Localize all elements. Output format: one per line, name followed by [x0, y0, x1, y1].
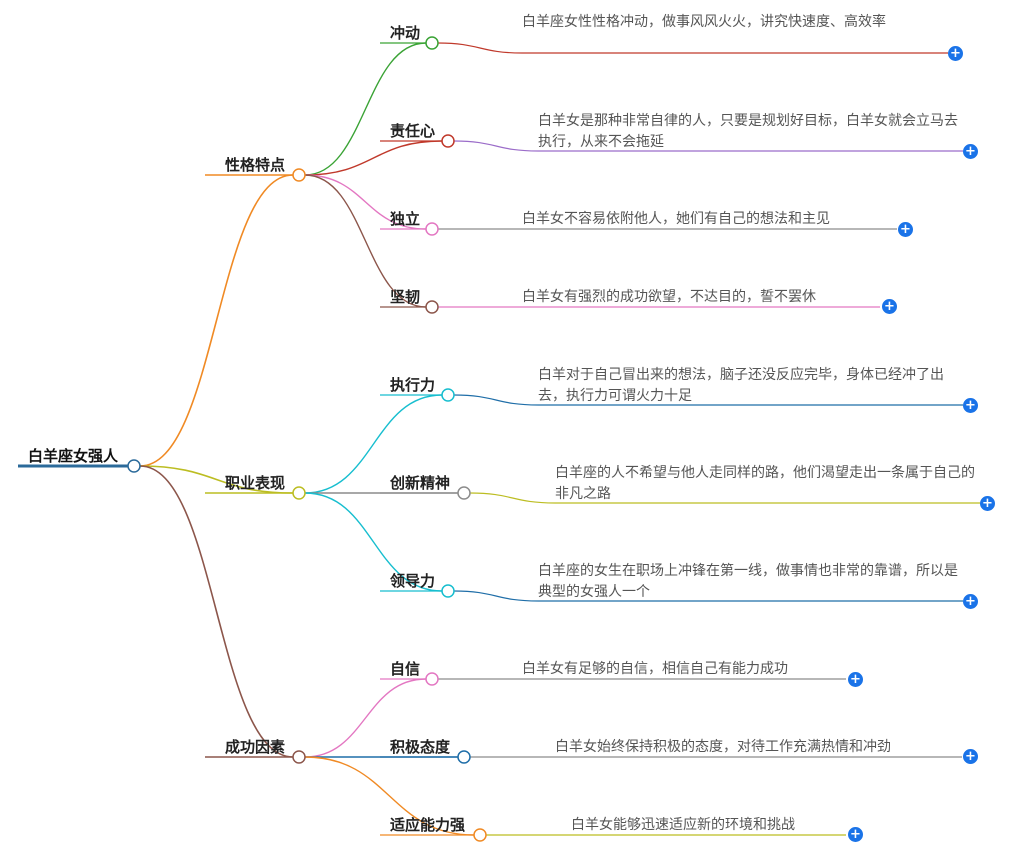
leaf-text: 白羊女有足够的自信，相信自己有能力成功 [522, 661, 788, 677]
topic-node-circle[interactable] [473, 828, 487, 842]
leaf-connector [469, 492, 556, 504]
leaf-text: 白羊女有强烈的成功欲望，不达目的，誓不罢休 [522, 289, 816, 305]
branch-connector [139, 174, 294, 467]
plus-icon[interactable]: + [963, 594, 978, 609]
leaf-text: 白羊座的人不希望与他人走同样的路，他们渴望走出一条属于自己的非凡之路 [555, 465, 975, 502]
node-connector [304, 394, 443, 494]
plus-icon[interactable]: + [963, 749, 978, 764]
topic-label: 领导力 [390, 572, 436, 590]
branch-label: 性格特点 [225, 156, 286, 174]
plus-icon[interactable]: + [882, 299, 897, 314]
branch-connector [139, 465, 294, 758]
leaf-connector [437, 42, 523, 54]
leaf-text: 白羊女不容易依附他人，她们有自己的想法和主见 [522, 211, 830, 227]
topic-node-circle[interactable] [425, 672, 439, 686]
plus-icon[interactable]: + [948, 46, 963, 61]
topic-node-circle[interactable] [425, 222, 439, 236]
topic-node-circle[interactable] [457, 750, 471, 764]
root-topic-label: 白羊座女强人 [28, 447, 119, 465]
topic-label: 适应能力强 [390, 816, 466, 834]
node-connector [304, 140, 443, 176]
node-connector [304, 174, 427, 308]
plus-icon[interactable]: + [980, 496, 995, 511]
plus-icon[interactable]: + [848, 672, 863, 687]
topic-label: 冲动 [390, 24, 421, 42]
topic-label: 积极态度 [390, 738, 451, 756]
branch-node-circle[interactable] [292, 486, 306, 500]
node-connector [304, 42, 427, 176]
leaf-connector [453, 394, 539, 406]
topic-node-circle[interactable] [425, 36, 439, 50]
leaf-text: 白羊女能够迅速适应新的环境和挑战 [571, 817, 795, 833]
node-connector [304, 174, 427, 230]
topic-label: 执行力 [390, 376, 436, 394]
plus-icon[interactable]: + [963, 398, 978, 413]
topic-node-circle[interactable] [425, 300, 439, 314]
topic-label: 坚韧 [390, 288, 421, 306]
topic-node-circle[interactable] [441, 584, 455, 598]
leaf-text: 白羊女始终保持积极的态度，对待工作充满热情和冲劲 [555, 739, 891, 755]
branch-connector [139, 465, 294, 494]
plus-icon[interactable]: + [848, 827, 863, 842]
leaf-text: 白羊座的女生在职场上冲锋在第一线，做事情也非常的靠谱，所以是典型的女强人一个 [538, 563, 958, 600]
leaf-connector [453, 590, 539, 602]
topic-label: 自信 [390, 660, 421, 678]
plus-icon[interactable]: + [963, 144, 978, 159]
branch-label: 成功因素 [225, 738, 286, 756]
root-node-circle[interactable] [127, 459, 141, 473]
leaf-connector [453, 140, 539, 152]
leaf-text: 白羊女是那种非常自律的人，只要是规划好目标，白羊女就会立马去执行，从来不会拖延 [538, 113, 958, 150]
topic-label: 责任心 [390, 122, 436, 140]
branch-node-circle[interactable] [292, 750, 306, 764]
node-connector [304, 756, 475, 836]
node-connector [304, 492, 443, 592]
node-connector [304, 678, 427, 758]
branch-node-circle[interactable] [292, 168, 306, 182]
topic-label: 独立 [390, 210, 421, 228]
leaf-text: 白羊座女性性格冲动，做事风风火火，讲究快速度、高效率 [522, 14, 886, 30]
plus-icon[interactable]: + [898, 222, 913, 237]
topic-node-circle[interactable] [441, 134, 455, 148]
topic-label: 创新精神 [390, 474, 451, 492]
leaf-text: 白羊对于自己冒出来的想法，脑子还没反应完毕，身体已经冲了出去，执行力可谓火力十足 [538, 367, 944, 404]
topic-node-circle[interactable] [457, 486, 471, 500]
branch-label: 职业表现 [225, 474, 286, 492]
topic-node-circle[interactable] [441, 388, 455, 402]
